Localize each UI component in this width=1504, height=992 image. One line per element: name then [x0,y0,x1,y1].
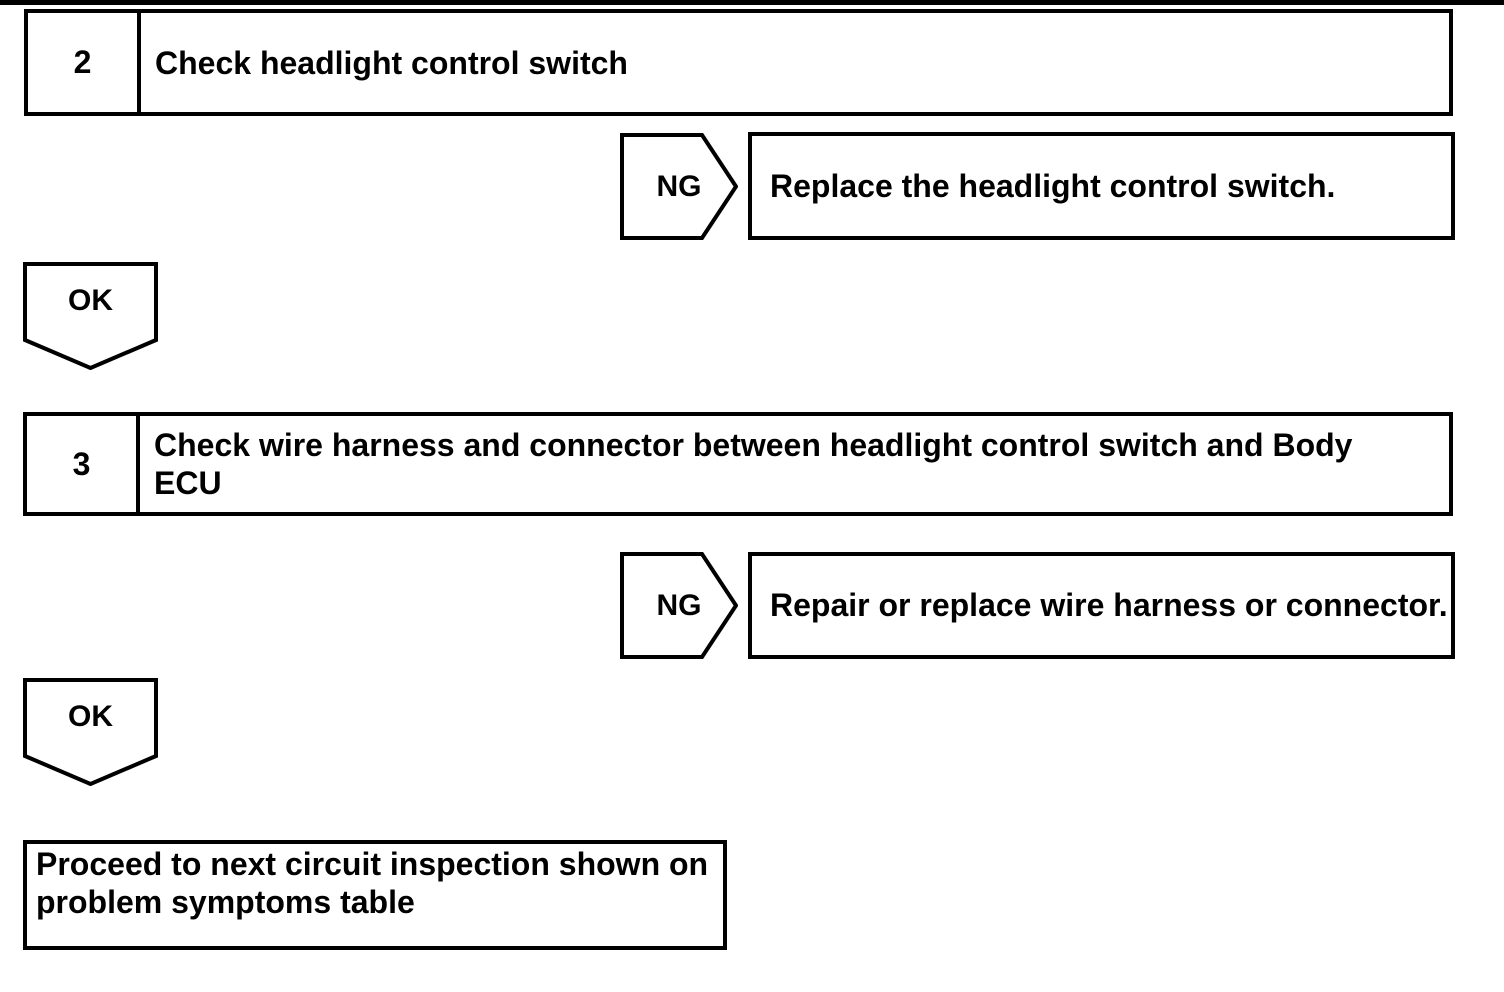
result-box: Proceed to next circuit inspection shown… [23,840,727,950]
ng-label-2: NG [656,588,702,622]
step-box-2: 2 Check headlight control switch [24,9,1453,116]
step-3-title: Check wire harness and connector between… [154,427,1353,501]
result-text: Proceed to next circuit inspection shown… [36,846,709,920]
step-3-number-cell: 3 [27,416,140,512]
step-2-number-cell: 2 [28,13,141,112]
ng-action-box-1: Replace the headlight control switch. [748,132,1455,240]
ng-label-1: NG [656,169,702,203]
ng-action-box-2: Repair or replace wire harness or connec… [748,552,1455,659]
ng-arrow-icon [620,133,738,240]
ok-connector-2: OK [23,678,158,786]
ok-label-2: OK [68,700,113,733]
ng-action-text-1: Replace the headlight control switch. [770,167,1336,204]
ok-arrow-icon [23,262,158,370]
ng-connector-1: NG [620,133,738,240]
ng-arrow-icon [620,552,738,659]
ok-arrow-icon [23,678,158,786]
step-2-number: 2 [73,44,92,80]
ok-connector-1: OK [23,262,158,370]
step-2-title: Check headlight control switch [155,44,628,81]
step-box-3: 3 Check wire harness and connector betwe… [23,412,1453,516]
page-top-divider [0,0,1504,5]
ng-connector-2: NG [620,552,738,659]
step-3-number: 3 [72,445,91,482]
ng-action-text-2: Repair or replace wire harness or connec… [770,587,1448,623]
ok-label-1: OK [68,284,113,317]
